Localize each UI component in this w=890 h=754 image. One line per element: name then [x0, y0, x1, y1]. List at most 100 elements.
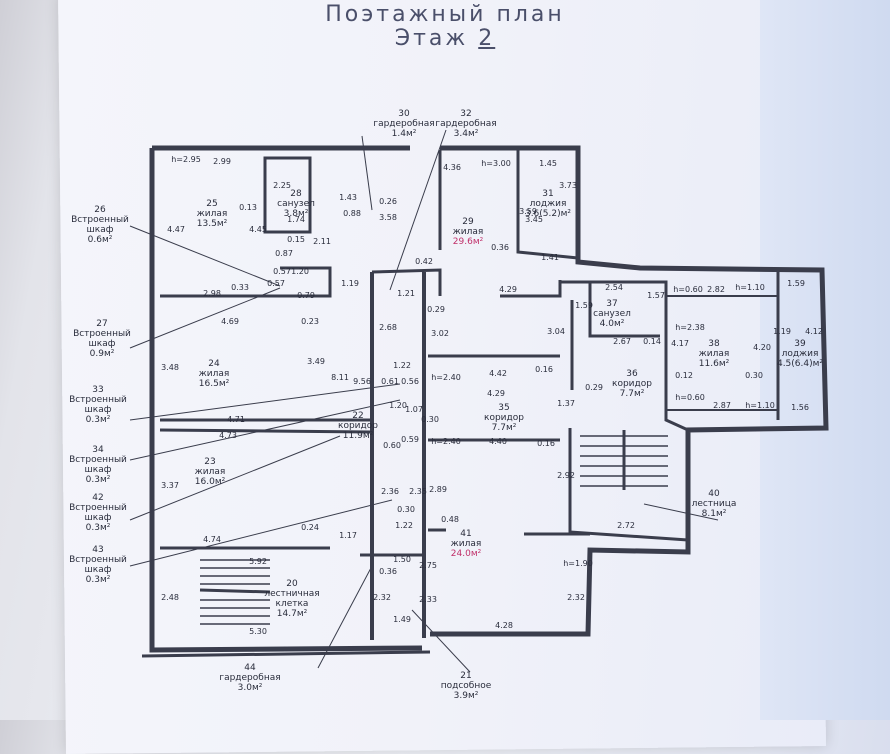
dimension-label: 1.41: [541, 253, 559, 262]
walls: [141, 145, 829, 658]
dimension-label: 5.92: [249, 557, 267, 566]
dimension-label: 0.30: [397, 505, 415, 514]
dimension-label: 1.19: [341, 279, 359, 288]
dimension-label: 1.20: [389, 401, 407, 410]
dimension-label: 4.20: [753, 343, 771, 352]
dimension-label: 0.30: [745, 371, 763, 380]
dimension-label: 4.28: [495, 621, 513, 630]
dimension-label: h=2.38: [675, 323, 705, 332]
dimension-label: h=0.60: [673, 285, 703, 294]
dimension-label: 1.37: [557, 399, 575, 408]
dimension-label: 0.12: [675, 371, 693, 380]
dimension-label: 2.99: [213, 157, 231, 166]
dimension-label: 1.56: [791, 403, 809, 412]
leader-lines: [129, 129, 719, 673]
dimension-label: 0.87: [275, 249, 293, 258]
stairs-40: [580, 430, 668, 490]
dimension-label: 0.56: [401, 377, 419, 386]
dimension-label: 0.16: [535, 365, 553, 374]
dimension-label: 2.75: [419, 561, 437, 570]
dimension-label: 0.61: [381, 377, 399, 386]
dimension-label: 0.36: [491, 243, 509, 252]
dimension-label: 1.59: [787, 279, 805, 288]
dimension-label: 2.25: [273, 181, 291, 190]
dimension-label: 1.49: [393, 615, 411, 624]
dimension-label: 0.36: [379, 567, 397, 576]
dimension-label: 0.13: [239, 203, 257, 212]
dimension-label: 2.72: [617, 521, 635, 530]
dimension-label: 2.36: [381, 487, 399, 496]
floor-title: Этаж 2: [0, 26, 890, 51]
dimension-label: 3.04: [547, 327, 565, 336]
dimension-label: 4.71: [227, 415, 245, 424]
dimension-label: 3.49: [307, 357, 325, 366]
dimension-label: 2.98: [203, 289, 221, 298]
floor-label: Этаж: [394, 26, 469, 51]
dimension-label: 0.29: [585, 383, 603, 392]
dimension-label: 9.56: [353, 377, 371, 386]
dimension-label: 1.57: [647, 291, 665, 300]
dimension-label: 2.35: [409, 487, 427, 496]
dimension-label: 1.19: [773, 327, 791, 336]
dimension-label: 0.16: [537, 439, 555, 448]
dimension-label: 1.43: [339, 193, 357, 202]
dimension-label: 0.24: [301, 523, 319, 532]
dimension-label: 0.30: [421, 415, 439, 424]
plan-title: Поэтажный план: [325, 2, 565, 27]
dimension-label: 4.74: [203, 535, 221, 544]
dimension-label: 0.57: [273, 267, 291, 276]
dimension-label: 0.26: [379, 197, 397, 206]
dimension-label: 3.45: [525, 215, 543, 224]
floor-number: 2: [478, 26, 496, 51]
dimension-label: 2.87: [713, 401, 731, 410]
dimension-label: 4.40: [489, 437, 507, 446]
dimension-label: 3.02: [431, 329, 449, 338]
dimension-label: 8.11: [331, 373, 349, 382]
dimension-label: 0.48: [441, 515, 459, 524]
dimension-label: 3.37: [161, 481, 179, 490]
dimension-label: 2.82: [707, 285, 725, 294]
dimension-label: 0.57: [267, 279, 285, 288]
dimension-label: 0.29: [427, 305, 445, 314]
dimension-label: 1.07: [405, 405, 423, 414]
dimension-label: 4.45: [249, 225, 267, 234]
dimension-label: 2.32: [373, 593, 391, 602]
dimension-label: 2.92: [557, 471, 575, 480]
dimension-label: h=0.60: [675, 393, 705, 402]
dimension-label: 0.14: [643, 337, 661, 346]
dimension-label: 0.23: [301, 317, 319, 326]
dimension-label: 0.42: [415, 257, 433, 266]
dimension-label: 1.45: [539, 159, 557, 168]
dimension-label: 1.22: [393, 361, 411, 370]
dimension-label: 1.17: [339, 531, 357, 540]
dimension-label: 0.15: [287, 235, 305, 244]
dimension-label: h=2.40: [431, 373, 461, 382]
dimension-label: 2.54: [605, 283, 623, 292]
dimension-label: 1.21: [397, 289, 415, 298]
dimension-label: 4.29: [499, 285, 517, 294]
dimension-label: 4.29: [487, 389, 505, 398]
dimension-label: h=3.00: [481, 159, 511, 168]
dimension-label: 2.32: [567, 593, 585, 602]
